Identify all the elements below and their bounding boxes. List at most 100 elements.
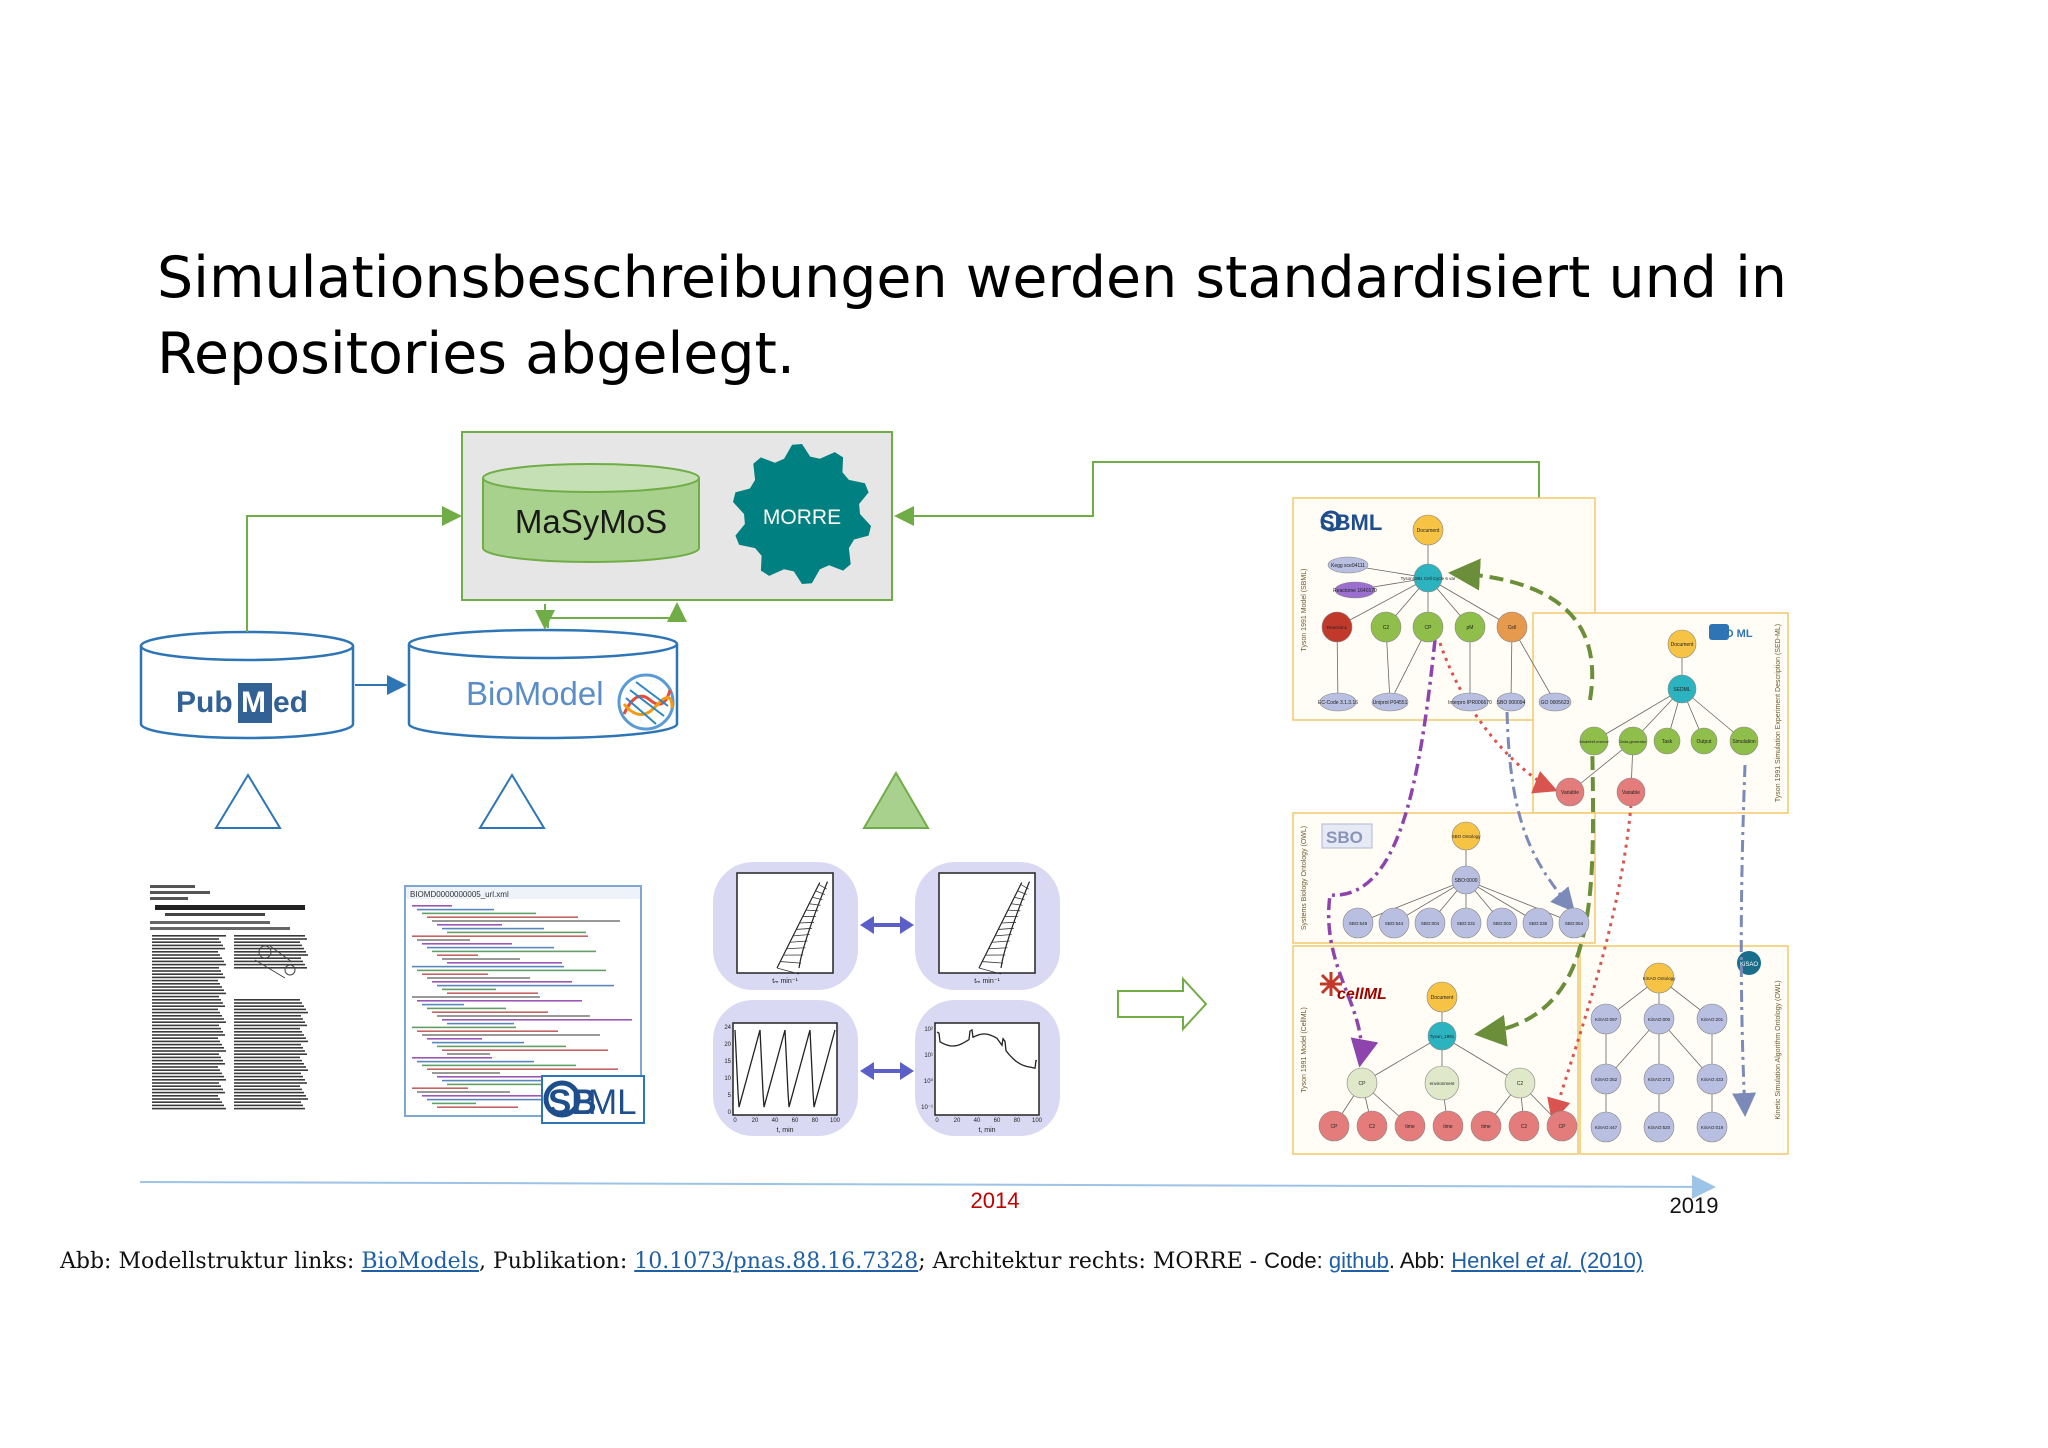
timeline-arrow xyxy=(139,1174,1716,1199)
xml-code-lines xyxy=(412,905,632,1108)
y-tick-label: 20 xyxy=(724,1042,731,1048)
y-tick-label: 0 xyxy=(728,1110,732,1116)
masymos-label: MaSyMoS xyxy=(515,503,667,540)
graph-node xyxy=(1413,563,1443,593)
timeline: 2014 2019 xyxy=(139,1174,1719,1218)
x-tick-label: 20 xyxy=(752,1118,759,1124)
graph-node-label: CP xyxy=(1359,1081,1367,1087)
graph-node xyxy=(1579,726,1609,756)
graph-node-label: SBO Ontology xyxy=(1452,834,1482,839)
graph-node-label: KiSAO:097 xyxy=(1595,1017,1618,1022)
graph-node-label: KiSAO:019 xyxy=(1701,1125,1724,1130)
graph-node xyxy=(1318,1110,1350,1142)
graph-edge xyxy=(1336,577,1429,628)
graph-node xyxy=(1522,907,1554,939)
graph-node xyxy=(1538,692,1572,712)
phase-plot-right: tₘ min⁻¹ xyxy=(938,872,1036,985)
graph-node xyxy=(1414,907,1446,939)
graph-node xyxy=(1590,1063,1622,1095)
link-henkel-etal: et al. xyxy=(1525,1248,1574,1273)
graph-node-label: C2 xyxy=(1383,625,1390,631)
sbml-logo: SB ML xyxy=(541,1075,645,1124)
graph-node xyxy=(1486,907,1518,939)
graph-node-label: Kegg sce04111 xyxy=(1331,563,1365,569)
graph-node-label: Simulation xyxy=(1732,739,1756,745)
graph-node-label: SBO:003 xyxy=(1493,921,1512,926)
link-biomodels[interactable]: BioModels xyxy=(361,1249,479,1274)
graph-node xyxy=(1546,1110,1578,1142)
graph-node xyxy=(1690,727,1718,755)
graph-node xyxy=(1729,726,1759,756)
graph-node xyxy=(1412,611,1444,643)
henkel-sedml-logo: SED ML xyxy=(1709,624,1753,640)
graph-node-label: C2 xyxy=(1369,1124,1376,1130)
figure-caption: Abb: Modellstruktur links: BioModels, Pu… xyxy=(60,1248,1643,1274)
graph-node xyxy=(1667,674,1697,704)
double-arrow-bottom xyxy=(860,1062,914,1080)
graph-node-label: time xyxy=(1443,1124,1453,1130)
henkel-sbml-logo: SBML xyxy=(1320,510,1382,535)
graph-node xyxy=(1412,514,1444,546)
henkel-sedml-logo-text: SED ML xyxy=(1711,628,1753,640)
graph-node xyxy=(1616,777,1646,807)
graph-node-label: environment xyxy=(1430,1081,1456,1086)
graph-node xyxy=(1643,962,1675,994)
triangle-simulation xyxy=(862,771,930,829)
timecourse-right-xlabel: t, min xyxy=(978,1127,995,1134)
publication-text-lines xyxy=(150,885,308,1110)
link-red-dotted-2 xyxy=(1547,804,1633,1123)
graph-node-label: SBO:064 xyxy=(1565,921,1584,926)
biomodels-logo-icon xyxy=(617,673,675,731)
phase-plot-left: tₘ min⁻¹ xyxy=(736,872,834,985)
henkel-kisao-logo: KiSAO xyxy=(1737,951,1761,975)
graph-node-label: Task xyxy=(1662,739,1673,745)
link-henkel-2010[interactable]: Henkel et al. (2010) xyxy=(1451,1248,1643,1273)
link-doi-publication[interactable]: 10.1073/pnas.88.16.7328 xyxy=(634,1249,919,1274)
caption-text-2: , Publikation: xyxy=(479,1249,635,1274)
graph-node xyxy=(1356,1110,1388,1142)
graph-node-label: SBO:231 xyxy=(1457,921,1476,926)
graph-node-label: SBO:0000 xyxy=(1454,878,1477,884)
graph-node-label: Cell xyxy=(1508,625,1517,631)
graph-node-label: Output xyxy=(1696,739,1712,745)
link-henkel-year: (2010) xyxy=(1573,1248,1644,1273)
y-tick-label: 10⁰ xyxy=(924,1078,934,1085)
link-github[interactable]: github xyxy=(1328,1248,1389,1273)
sbml-xml-document: BIOMD0000000005_url.xml SB ML xyxy=(404,885,645,1124)
link-slate-dashdot-1 xyxy=(1505,711,1575,913)
block-arrow-right xyxy=(1117,976,1208,1032)
x-tick-label: 40 xyxy=(772,1118,779,1124)
arrow-biomodels-to-masymos xyxy=(547,602,687,628)
graph-node-label: KiSAO:273 xyxy=(1648,1077,1671,1082)
link-green-dashed-1 xyxy=(1448,558,1595,701)
graph-node xyxy=(1346,1067,1378,1099)
timecourse-left-xlabel: t, min xyxy=(776,1127,793,1134)
graph-node xyxy=(1451,692,1489,712)
graph-node xyxy=(1555,777,1585,807)
graph-node-label: Tyson_1991 xyxy=(1430,1034,1455,1039)
graph-node xyxy=(1590,1111,1622,1143)
graph-node-label: CP xyxy=(1425,625,1433,631)
graph-node xyxy=(1451,865,1481,895)
graph-edge xyxy=(1357,879,1467,924)
graph-node-label: time xyxy=(1405,1124,1415,1130)
caption-prefix: Abb: Modellstruktur links: xyxy=(60,1249,362,1274)
graph-node xyxy=(1432,1110,1464,1142)
graph-node xyxy=(1643,1003,1675,1035)
timeline-year-2019: 2019 xyxy=(1670,1193,1719,1218)
graph-node xyxy=(1342,907,1374,939)
graph-node-label: KiSAO:447 xyxy=(1595,1125,1618,1130)
graph-node xyxy=(1378,907,1410,939)
graph-node xyxy=(1454,611,1486,643)
x-tick-label: 60 xyxy=(994,1118,1001,1124)
graph-node-label: Document xyxy=(1417,528,1440,534)
graph-node-label: Interpro IPR006670 xyxy=(1448,700,1492,706)
x-tick-label: 0 xyxy=(733,1118,737,1124)
graph-node xyxy=(1508,1110,1540,1142)
graph-node-label: SBO:544 xyxy=(1385,921,1404,926)
morre-architecture: MaSyMoS MORRE Pub M ed BioModel xyxy=(139,431,1540,740)
graph-node-label: Document xyxy=(1671,642,1694,648)
phase-plot-left-xlabel: tₘ min⁻¹ xyxy=(772,978,798,985)
triangle-pubmed xyxy=(214,773,282,829)
y-tick-label: 10² xyxy=(924,1027,933,1033)
